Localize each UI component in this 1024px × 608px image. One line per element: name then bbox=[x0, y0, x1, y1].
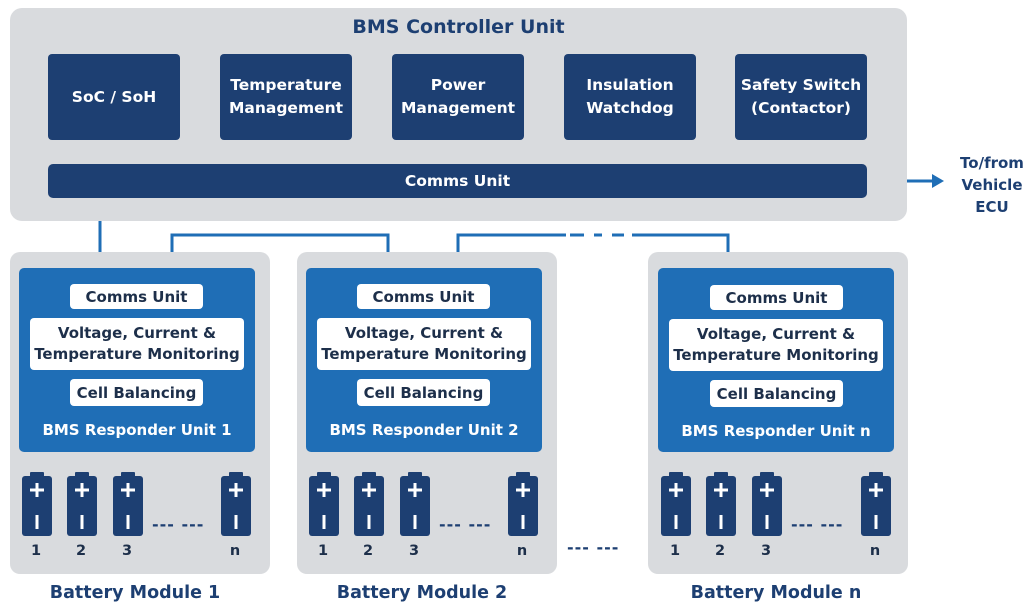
controller-title: BMS Controller Unit bbox=[352, 16, 565, 38]
ellipsis-dashes: --- --- bbox=[152, 515, 205, 534]
cell-number: 1 bbox=[317, 543, 329, 559]
cell-number: 3 bbox=[408, 543, 420, 559]
battery-cell-icon bbox=[706, 472, 736, 540]
battery-cell-icon bbox=[752, 472, 782, 540]
responder-n-cell-balancing: Cell Balancing bbox=[710, 380, 843, 407]
battery-cell-icon bbox=[400, 472, 430, 540]
battery-module-n-label: Battery Module n bbox=[690, 583, 862, 603]
function-insulation-watchdog: Insulation Watchdog bbox=[564, 54, 696, 140]
function-safety-switch: Safety Switch (Contactor) bbox=[735, 54, 867, 140]
ellipsis-dashes: --- --- bbox=[791, 515, 844, 534]
cell-number: 3 bbox=[760, 543, 772, 559]
cell-number: 2 bbox=[75, 543, 87, 559]
battery-module-2-label: Battery Module 2 bbox=[336, 583, 508, 603]
battery-cell-icon bbox=[309, 472, 339, 540]
battery-cell-icon bbox=[67, 472, 97, 540]
function-soc-soh: SoC / SoH bbox=[48, 54, 180, 140]
responder-2-monitoring: Voltage, Current & Temperature Monitorin… bbox=[317, 318, 531, 370]
controller-comms-unit: Comms Unit bbox=[48, 164, 867, 198]
responder-2-comms-unit: Comms Unit bbox=[357, 284, 490, 309]
cell-number: n bbox=[229, 543, 241, 559]
cell-number: 1 bbox=[669, 543, 681, 559]
responder-1-label: BMS Responder Unit 1 bbox=[42, 421, 232, 439]
cell-number: 1 bbox=[30, 543, 42, 559]
battery-cell-icon bbox=[354, 472, 384, 540]
function-temperature-management: Temperature Management bbox=[220, 54, 352, 140]
cell-number: 2 bbox=[714, 543, 726, 559]
function-power-management: Power Management bbox=[392, 54, 524, 140]
battery-cell-icon bbox=[508, 472, 538, 540]
battery-cell-icon bbox=[113, 472, 143, 540]
battery-module-1-label: Battery Module 1 bbox=[49, 583, 221, 603]
battery-cell-icon bbox=[861, 472, 891, 540]
battery-cell-icon bbox=[221, 472, 251, 540]
cell-number: 3 bbox=[121, 543, 133, 559]
responder-1-monitoring: Voltage, Current & Temperature Monitorin… bbox=[30, 318, 244, 370]
responder-n-monitoring: Voltage, Current & Temperature Monitorin… bbox=[669, 319, 883, 371]
cell-number: n bbox=[869, 543, 881, 559]
battery-cell-icon bbox=[22, 472, 52, 540]
responder-2-label: BMS Responder Unit 2 bbox=[329, 421, 519, 439]
cell-number: 2 bbox=[362, 543, 374, 559]
cell-number: n bbox=[516, 543, 528, 559]
responder-n-label: BMS Responder Unit n bbox=[681, 422, 871, 440]
responder-1-comms-unit: Comms Unit bbox=[70, 284, 203, 309]
ellipsis-dashes: --- --- bbox=[439, 515, 492, 534]
responder-n-comms-unit: Comms Unit bbox=[710, 285, 843, 310]
ellipsis-dashes: --- --- bbox=[567, 538, 620, 557]
responder-2-cell-balancing: Cell Balancing bbox=[357, 379, 490, 406]
battery-cell-icon bbox=[661, 472, 691, 540]
vehicle-ecu-label: To/from Vehicle ECU bbox=[960, 154, 1024, 216]
responder-1-cell-balancing: Cell Balancing bbox=[70, 379, 203, 406]
